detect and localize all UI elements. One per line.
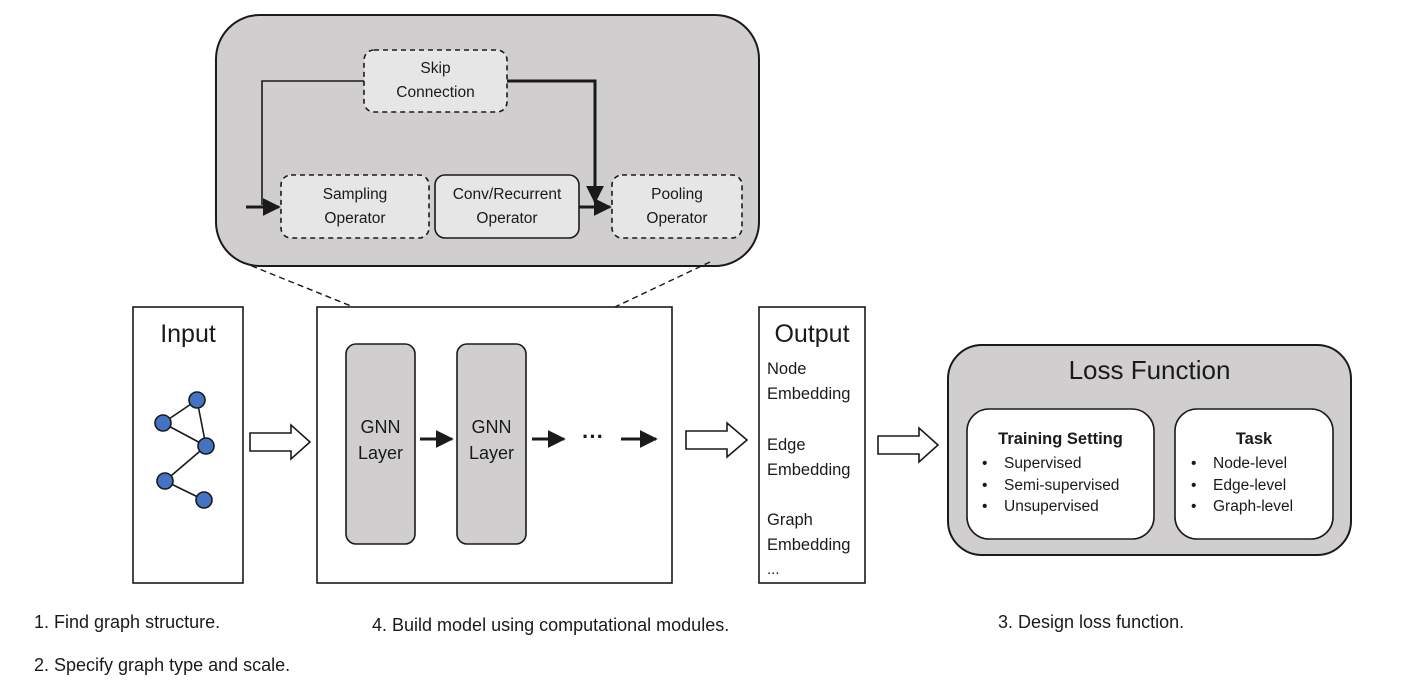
list-item: Graph-level (1187, 496, 1293, 518)
graph-icon (154, 391, 215, 509)
pooling-operator-box (611, 174, 743, 239)
task-list: Node-level Edge-level Graph-level (1187, 453, 1293, 518)
gnn-layer-2-label: GNN Layer (468, 417, 515, 463)
output-panel (758, 306, 866, 584)
graph-embedding-label: Graph Embedding (767, 511, 851, 554)
gnn-layer-1-box (345, 343, 416, 545)
list-item: Edge-level (1187, 475, 1293, 497)
hollow-arrow-model-output (685, 421, 749, 459)
node-embedding-label: Node Embedding (767, 360, 851, 403)
edge-embedding-label: Edge Embedding (767, 436, 851, 479)
gnn-layer-2-box (456, 343, 527, 545)
sampling-operator-box (280, 174, 430, 239)
output-ellipsis: ... (767, 561, 780, 578)
list-item: Unsupervised (978, 496, 1119, 518)
gnn-layer-1-label: GNN Layer (357, 417, 404, 463)
task-title: Task (1235, 430, 1273, 448)
output-title: Output (774, 320, 850, 348)
pooling-operator-label: Pooling Operator (646, 186, 708, 227)
hollow-arrow-output-loss (877, 426, 940, 464)
skip-route-right (507, 79, 604, 204)
list-item: Node-level (1187, 453, 1293, 475)
list-item: Semi-supervised (978, 475, 1119, 497)
skip-connection-label: Skip Connection (396, 60, 475, 101)
step-4-caption: 4. Build model using computational modul… (372, 615, 730, 635)
input-title: Input (160, 320, 216, 348)
input-panel (132, 306, 244, 584)
sampling-operator-label: Sampling Operator (322, 186, 388, 227)
training-setting-list: Supervised Semi-supervised Unsupervised (978, 453, 1119, 518)
loss-function-title: Loss Function (1068, 355, 1231, 385)
skip-route-left (261, 80, 364, 205)
step-2-caption: 2. Specify graph type and scale. (34, 655, 291, 675)
conv-recurrent-operator-label: Conv/Recurrent Operator (452, 186, 562, 227)
step-1-caption: 1. Find graph structure. (34, 612, 221, 632)
step-3-caption: 3. Design loss function. (998, 612, 1185, 632)
list-item: Supervised (978, 453, 1119, 475)
training-setting-title: Training Setting (998, 430, 1123, 448)
layers-ellipsis: ··· (582, 424, 604, 449)
hollow-arrow-input-model (249, 423, 312, 461)
